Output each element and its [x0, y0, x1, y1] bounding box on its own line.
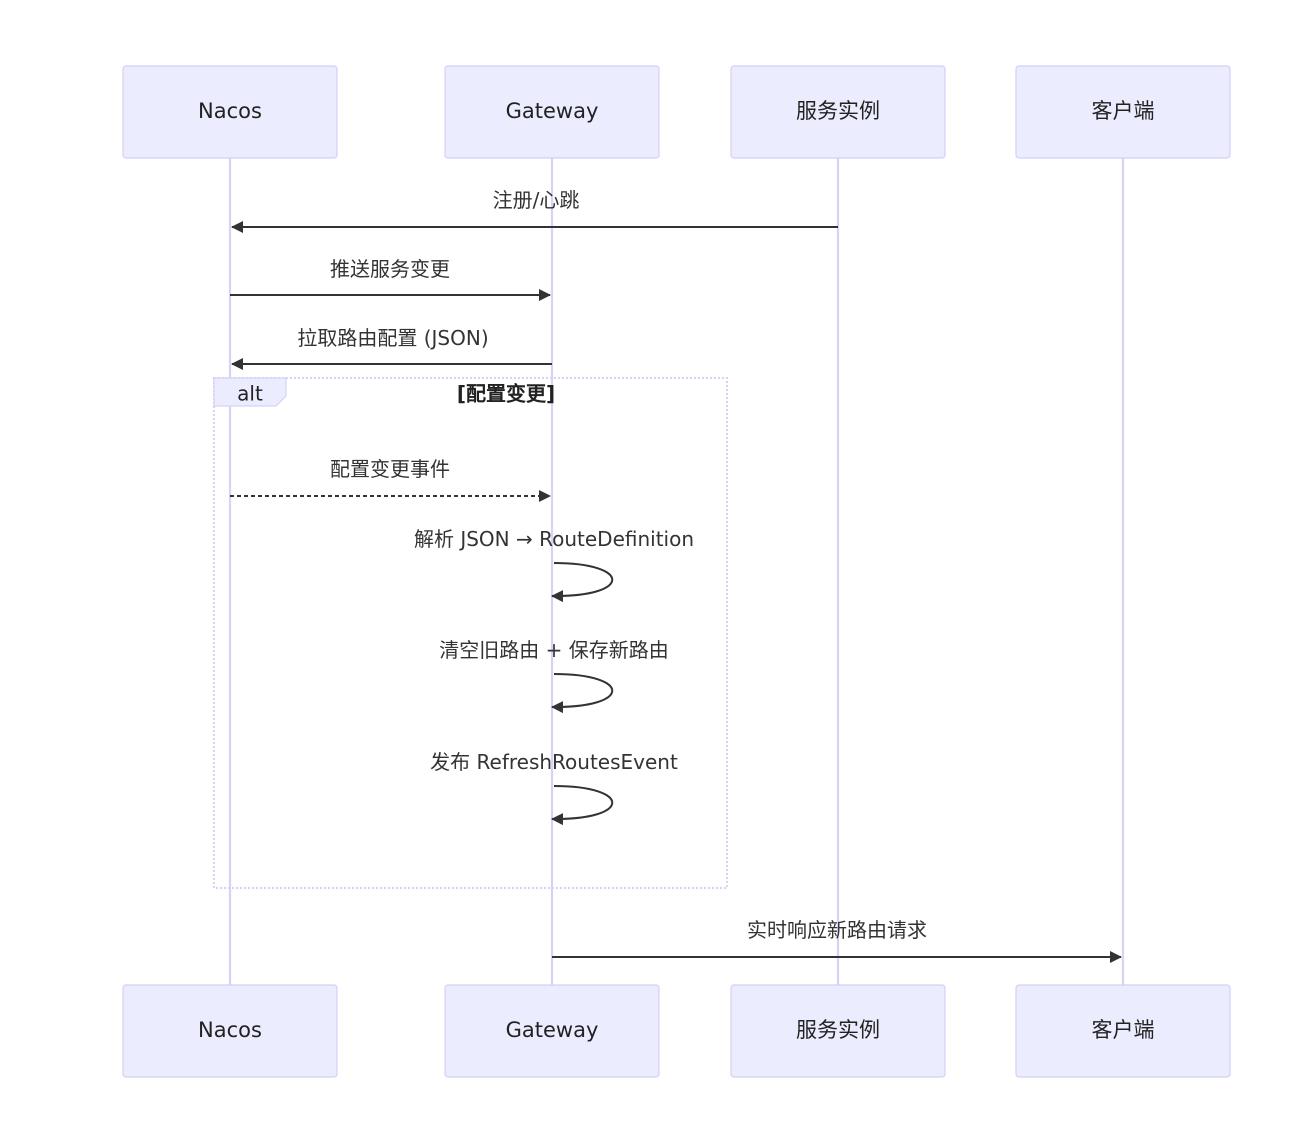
- actor-nacos-label: Nacos: [198, 99, 262, 123]
- alt-block: alt [配置变更]: [213, 377, 728, 889]
- actor-gateway-label-bottom: Gateway: [506, 1018, 599, 1042]
- actor-service-top: 服务实例: [730, 65, 946, 159]
- actor-service-bottom: 服务实例: [730, 984, 946, 1078]
- message-pull-route-config: 拉取路由配置 (JSON): [231, 326, 552, 370]
- self-loop-arrow: [551, 785, 614, 826]
- message-label: 注册/心跳: [493, 188, 580, 212]
- actor-nacos-label-bottom: Nacos: [198, 1018, 262, 1042]
- lifelines: [228, 158, 1125, 985]
- self-loop-arrow: [551, 562, 614, 603]
- actor-client-bottom: 客户端: [1015, 984, 1231, 1078]
- alt-keyword: alt: [237, 382, 263, 406]
- actor-gateway-bottom: Gateway: [444, 984, 660, 1078]
- message-label: 实时响应新路由请求: [747, 918, 927, 942]
- actors-top: Nacos Gateway 服务实例 客户端: [122, 65, 1231, 159]
- message-label: 推送服务变更: [330, 257, 450, 281]
- message-clear-save-routes: 清空旧路由 + 保存新路由: [439, 638, 669, 714]
- actor-service-label: 服务实例: [796, 99, 880, 123]
- actor-gateway-label: Gateway: [506, 99, 599, 123]
- alt-frame: [213, 377, 728, 889]
- message-label: 发布 RefreshRoutesEvent: [430, 750, 678, 774]
- alt-tab: [213, 377, 287, 407]
- message-label: 配置变更事件: [330, 457, 450, 481]
- message-register-heartbeat: 注册/心跳: [231, 188, 838, 233]
- alt-condition: [配置变更]: [457, 382, 555, 406]
- actor-nacos-top: Nacos: [122, 65, 338, 159]
- message-parse-json: 解析 JSON → RouteDefinition: [414, 527, 694, 603]
- actor-nacos-bottom: Nacos: [122, 984, 338, 1078]
- message-label: 拉取路由配置 (JSON): [297, 326, 488, 350]
- message-label: 清空旧路由 + 保存新路由: [439, 638, 668, 662]
- actor-client-top: 客户端: [1015, 65, 1231, 159]
- message-label: 解析 JSON → RouteDefinition: [414, 527, 694, 551]
- message-realtime-response: 实时响应新路由请求: [552, 918, 1122, 963]
- message-push-service-change: 推送服务变更: [230, 257, 551, 301]
- actors-bottom: Nacos Gateway 服务实例 客户端: [122, 984, 1231, 1078]
- self-loop-arrow: [551, 673, 614, 714]
- message-config-change-event: 配置变更事件: [230, 457, 551, 502]
- actor-client-label: 客户端: [1092, 99, 1155, 123]
- actor-service-label-bottom: 服务实例: [796, 1018, 880, 1042]
- actor-gateway-top: Gateway: [444, 65, 660, 159]
- actor-client-label-bottom: 客户端: [1092, 1018, 1155, 1042]
- message-publish-refresh-event: 发布 RefreshRoutesEvent: [430, 750, 678, 826]
